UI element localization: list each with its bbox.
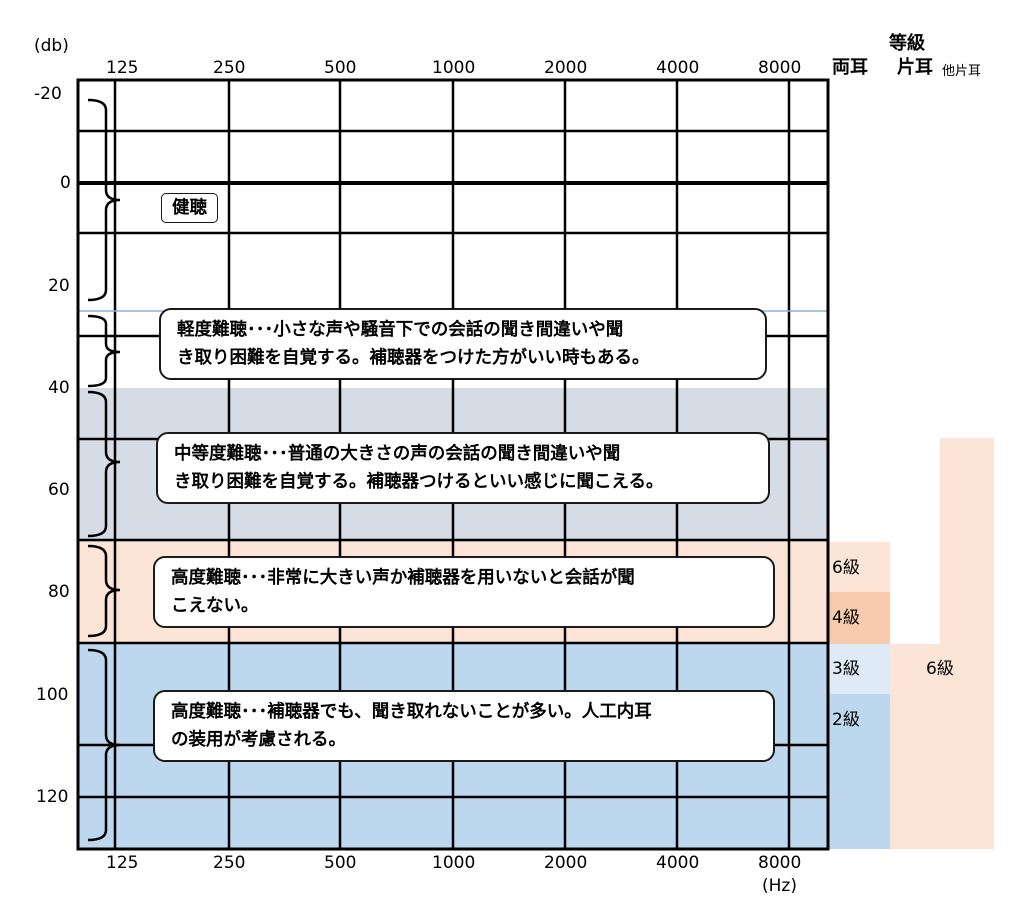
brace-profound [87,648,121,842]
x-tick-bottom: 1000 [432,853,476,873]
callout-moderate-loss: 中等度難聴･･･普通の大きさの声の会話の聞き間違いや聞 き取り困難を自覚する。補… [156,432,770,504]
brace-moderate [87,390,121,538]
brace-severe [87,544,121,638]
callout-normal-hearing: 健聴 [161,193,218,223]
brace-mild [87,314,121,388]
x-tick-top: 4000 [656,58,700,78]
callout-line: 高度難聴･･･非常に大きい声か補聴器を用いないと会話が聞 [171,568,635,588]
grade-2-cell [828,694,890,849]
x-tick-top: 2000 [544,58,588,78]
x-tick-bottom: 250 [213,853,246,873]
brace-normal [87,98,121,302]
x-tick-bottom: 2000 [544,853,588,873]
y-tick: 40 [48,378,70,398]
x-tick-bottom: 125 [106,853,139,873]
grade-3-cell [828,644,890,694]
grade-title: 等級 [889,33,925,54]
x-tick-top: 500 [324,58,357,78]
x-tick-bottom: 8000 [758,853,802,873]
callout-line: 健聴 [172,198,207,218]
x-tick-top: 125 [106,58,139,78]
one-ear-grade-region [890,438,994,849]
x-tick-top: 8000 [758,58,802,78]
callout-line: 軽度難聴･･･小さな声や騒音下での会話の聞き間違いや聞 [177,320,624,340]
y-unit-label: (db) [34,36,69,56]
one-ear-grade-label: 6級 [926,659,954,679]
y-tick: 0 [60,173,71,193]
other-ear-header: 他片耳 [942,64,982,79]
grade-6-cell [828,542,890,592]
both-ears-header: 両耳 [832,57,868,78]
callout-severe-loss: 高度難聴･･･非常に大きい声か補聴器を用いないと会話が聞 こえない。 [153,556,775,628]
y-tick: 60 [48,480,70,500]
x-tick-top: 250 [213,58,246,78]
grade-label: 3級 [832,659,860,679]
chart-frame [76,78,830,851]
y-tick: 20 [48,276,70,296]
y-tick: -20 [34,84,62,104]
grade-label: 2級 [832,710,860,730]
callout-line: 中等度難聴･･･普通の大きさの声の会話の聞き間違いや聞 [174,444,621,464]
callout-line: こえない。 [171,596,259,616]
callout-line: 高度難聴･･･補聴器でも、聞き取れないことが多い。人工内耳 [171,702,652,722]
y-tick: 100 [36,685,69,705]
grade-label: 4級 [832,608,860,628]
callout-line: き取り困難を自覚する。補聴器をつけた方がいい時もある。 [177,348,650,368]
callout-line: き取り困難を自覚する。補聴器つけるといい感じに聞こえる。 [174,472,664,492]
range-braces [87,98,121,842]
y-tick: 120 [36,787,69,807]
callout-profound-loss: 高度難聴･･･補聴器でも、聞き取れないことが多い。人工内耳 の装用が考慮される。 [153,690,775,762]
x-tick-bottom: 4000 [656,853,700,873]
grade-4-cell [828,592,890,644]
x-tick-bottom: 500 [324,853,357,873]
one-ear-header: 片耳 [897,57,933,78]
y-tick: 80 [48,582,70,602]
callout-mild-loss: 軽度難聴･･･小さな声や騒音下での会話の聞き間違いや聞 き取り困難を自覚する。補… [159,308,767,380]
grade-label: 6級 [832,558,860,578]
x-tick-top: 1000 [432,58,476,78]
callout-line: の装用が考慮される。 [171,730,346,750]
x-unit-label: (Hz) [762,876,797,896]
